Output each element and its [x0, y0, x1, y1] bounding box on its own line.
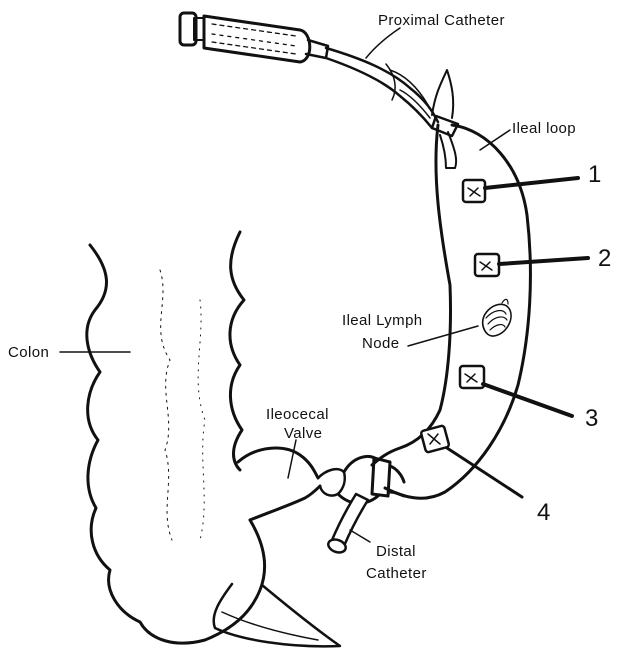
ileocecal-valve-drawing — [238, 448, 404, 555]
colon-label: Colon — [8, 344, 49, 361]
ileocecal-valve-label-line2: Valve — [284, 425, 322, 442]
lymph-node-drawing — [483, 299, 511, 336]
electrode-4 — [421, 425, 522, 497]
syringe-drawing — [180, 13, 438, 128]
distal-catheter-label-line2: Catheter — [366, 565, 427, 582]
ileal-lymph-node-label-line2: Node — [362, 335, 399, 352]
distal-catheter-label-line1: Distal — [376, 543, 416, 560]
electrode-3-number: 3 — [585, 405, 598, 432]
ileal-loop-drawing — [372, 70, 530, 498]
leader-lines — [60, 28, 510, 542]
electrode-1-number: 1 — [588, 161, 601, 188]
ileal-loop-label: Ileal loop — [512, 120, 576, 137]
ileal-lymph-node-label-line1: Ileal Lymph — [342, 312, 423, 329]
electrode-2-number: 2 — [598, 245, 611, 272]
ileocecal-valve-label-line1: Ileocecal — [266, 406, 329, 423]
electrode-4-number: 4 — [537, 499, 550, 526]
proximal-catheter-label: Proximal Catheter — [378, 12, 505, 29]
